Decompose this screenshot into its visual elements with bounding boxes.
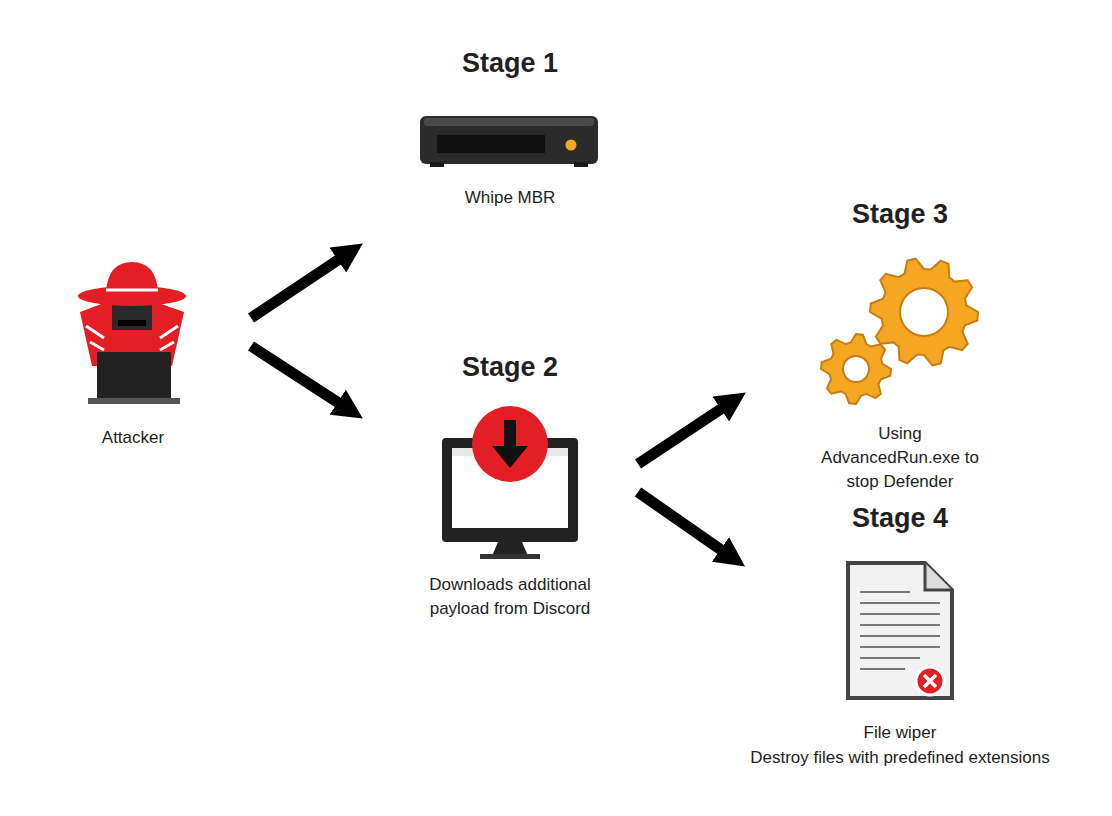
stage-node: Stage 1 Whipe MBR bbox=[362, 40, 658, 250]
hat-band bbox=[106, 289, 158, 292]
eyes bbox=[118, 320, 146, 326]
hat-brim bbox=[78, 286, 186, 306]
monitor-icon bbox=[442, 406, 578, 559]
monitor-stand bbox=[492, 542, 528, 556]
attacker-node: Attacker bbox=[15, 255, 251, 455]
gears-icon bbox=[821, 259, 978, 404]
gear-hole bbox=[843, 356, 869, 382]
stage-node: Stage 3 Using AdvancedRun.exe to stop Def… bbox=[745, 195, 1055, 498]
gear-hole bbox=[900, 288, 948, 336]
stage-label: Attacker bbox=[102, 426, 164, 450]
router-top bbox=[424, 118, 594, 126]
stage-node: Stage 2 Downloads additional payload from… bbox=[362, 345, 638, 635]
stage-label: Using AdvancedRun.exe to stop Defender bbox=[808, 422, 993, 494]
flow-arrow bbox=[251, 260, 339, 318]
stage-label: Whipe MBR bbox=[465, 186, 556, 210]
gear bbox=[821, 334, 891, 404]
flow-arrow bbox=[638, 408, 722, 464]
stage-node: Stage 4 File wiperDestroy files with pred… bbox=[744, 498, 1075, 778]
router-foot bbox=[574, 162, 588, 167]
laptop-base bbox=[88, 398, 180, 404]
document-lines bbox=[860, 592, 940, 669]
router-led bbox=[566, 140, 577, 151]
laptop-lid bbox=[97, 352, 171, 400]
monitor-base bbox=[480, 554, 540, 559]
flow-arrow bbox=[251, 346, 339, 403]
router-body bbox=[420, 116, 598, 164]
document-fold bbox=[925, 563, 952, 590]
delete-badge bbox=[916, 667, 944, 695]
stage-heading: Stage 4 bbox=[852, 502, 948, 534]
router-foot bbox=[430, 162, 444, 167]
document-icon bbox=[848, 563, 952, 698]
stage-label: File wiper bbox=[864, 721, 937, 745]
stage-label: Downloads additional payload from Discor… bbox=[415, 573, 605, 621]
attacker-icon bbox=[78, 262, 186, 404]
router-icon bbox=[420, 116, 598, 167]
stage-heading: Stage 3 bbox=[852, 198, 948, 230]
stage-label: Destroy files with predefined extensions bbox=[750, 746, 1050, 770]
document-sheet bbox=[848, 563, 952, 698]
stage-heading: Stage 1 bbox=[462, 47, 558, 79]
download-arrow bbox=[492, 420, 528, 468]
router-slot bbox=[437, 135, 545, 153]
stage-heading: Stage 2 bbox=[462, 351, 558, 383]
flow-arrow bbox=[638, 492, 721, 550]
delete-cross bbox=[924, 675, 936, 687]
download-circle bbox=[472, 406, 548, 482]
